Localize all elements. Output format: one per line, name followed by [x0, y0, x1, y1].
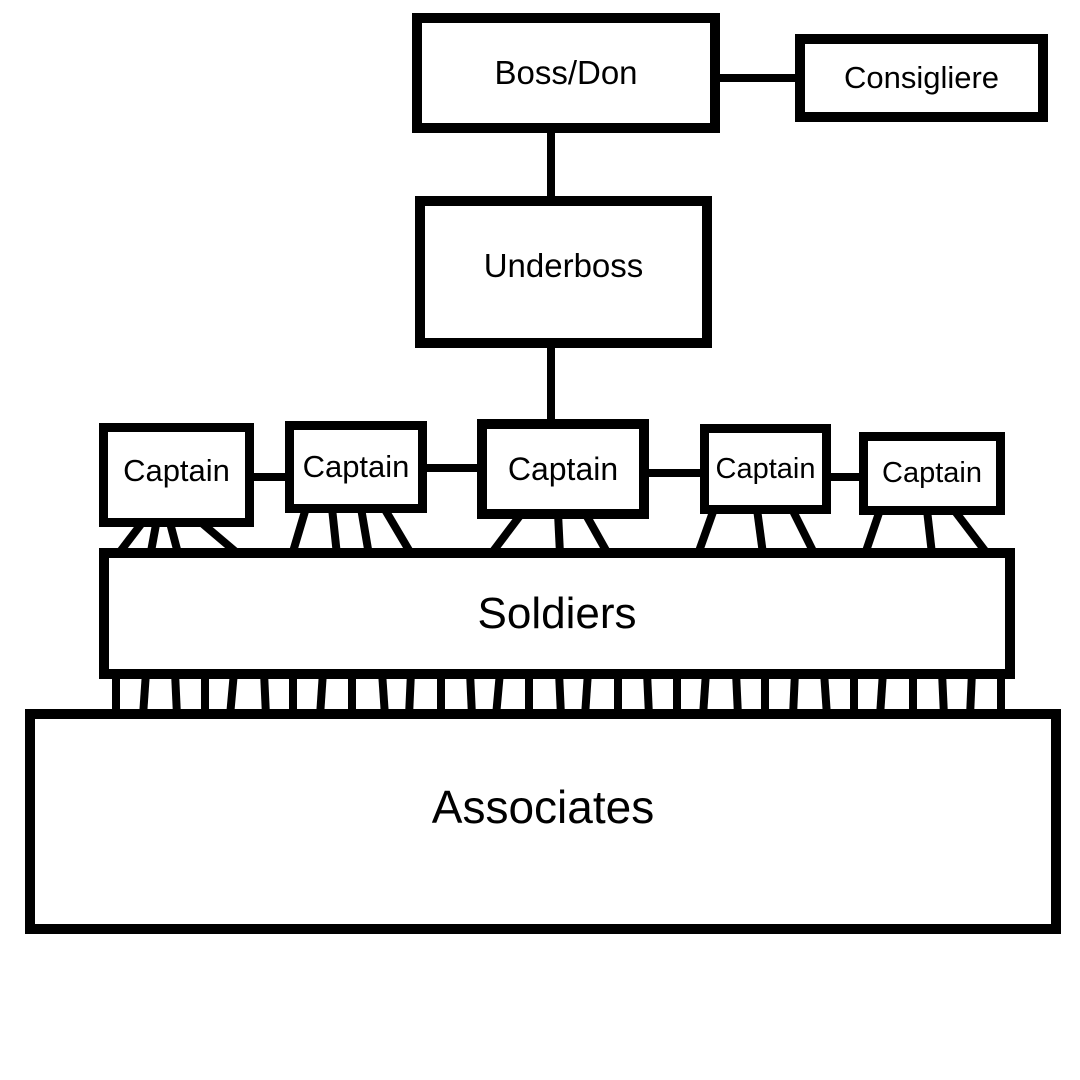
captain-node-2: Captain	[285, 421, 427, 513]
captain3-legs	[487, 510, 612, 557]
captain-label-4: Captain	[715, 452, 816, 485]
consigliere-node: Consigliere	[795, 34, 1048, 122]
captain-node-5: Captain	[859, 432, 1005, 515]
consigliere-label: Consigliere	[843, 60, 1000, 95]
boss-node: Boss/Don	[412, 13, 720, 133]
captain-label-3: Captain	[507, 450, 619, 487]
captain-label-5: Captain	[882, 457, 982, 489]
captain-label-1: Captain	[123, 453, 230, 488]
captain-node-4: Captain	[700, 424, 831, 514]
captain-label-2: Captain	[302, 449, 410, 484]
captain4-legs	[694, 507, 819, 557]
boss-label: Boss/Don	[494, 54, 638, 91]
underboss-label: Underboss	[483, 247, 644, 284]
soldiers-label: Soldiers	[477, 588, 637, 638]
captain-node-1: Captain	[99, 423, 254, 527]
underboss-node: Underboss	[415, 196, 712, 348]
captain-node-3: Captain	[477, 419, 649, 519]
associates-label: Associates	[431, 780, 655, 833]
associates-node: Associates	[25, 709, 1061, 934]
soldiers-node: Soldiers	[99, 548, 1015, 679]
soldiers-associates-ties	[112, 671, 1005, 717]
